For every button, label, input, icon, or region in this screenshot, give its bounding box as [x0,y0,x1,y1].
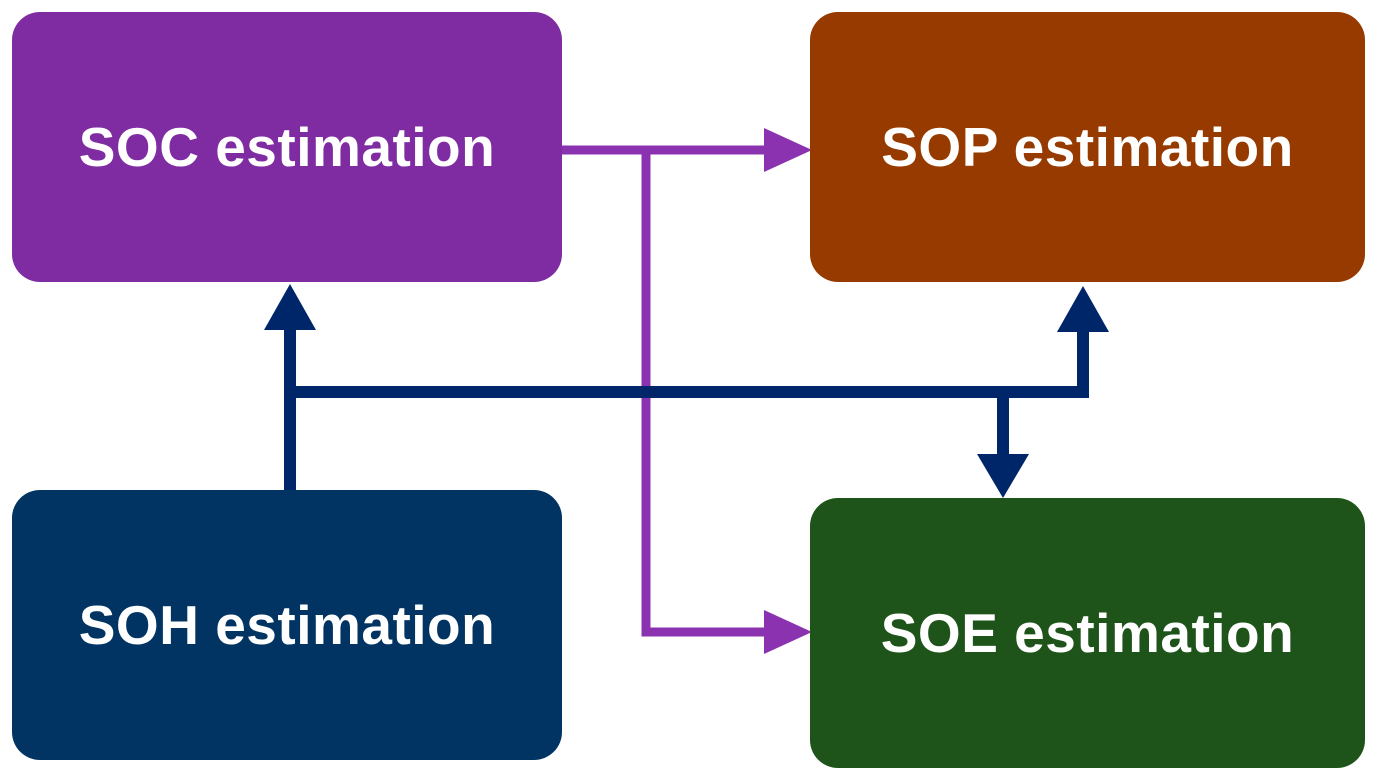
soe-estimation-label: SOE estimation [880,602,1295,664]
edge-soh-to-soe-arrowhead [977,454,1029,498]
sop-estimation-node: SOP estimation [810,12,1365,282]
sop-estimation-label: SOP estimation [881,116,1294,178]
edge-soh-to-sop-arrowhead [1057,286,1109,332]
edge-soc-to-soe-line [641,150,772,637]
soe-estimation-node: SOE estimation [810,498,1365,768]
soc-estimation-node: SOC estimation [12,12,562,282]
edge-soc-to-soe-arrowhead [764,610,812,654]
edge-soc-to-sop-arrowhead [764,128,812,172]
soh-estimation-label: SOH estimation [78,594,496,656]
edge-soh-to-soc-arrowhead [264,284,316,330]
soc-estimation-label: SOC estimation [78,116,496,178]
soh-estimation-node: SOH estimation [12,490,562,760]
